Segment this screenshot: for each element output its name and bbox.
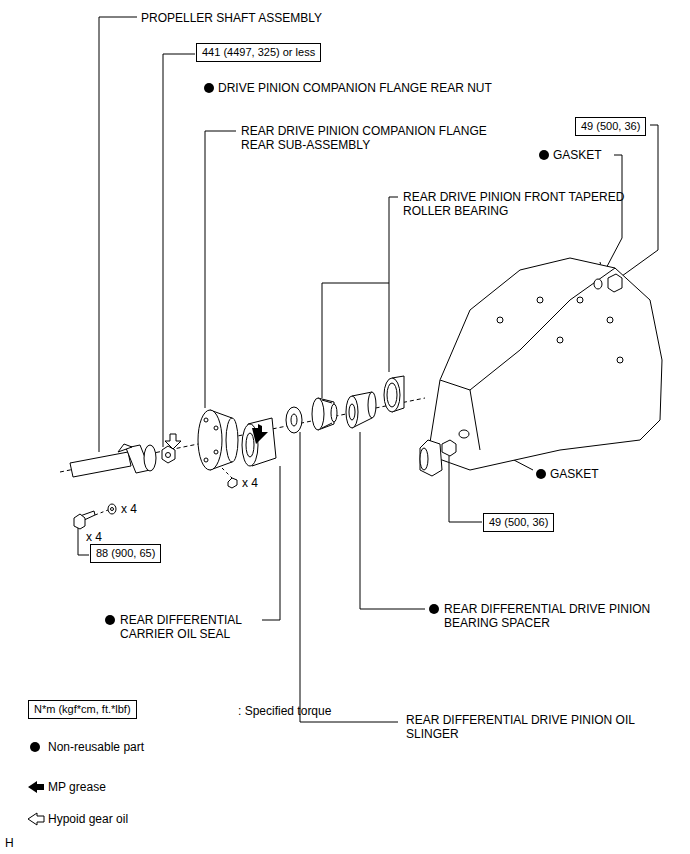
bearing-spacer <box>346 392 376 428</box>
axis-line <box>95 510 108 515</box>
part-label: x 4 <box>121 502 137 516</box>
plug-and-gasket <box>594 274 622 292</box>
plug-and-gasket <box>442 430 469 462</box>
mp-grease-arrow <box>28 781 44 793</box>
flange-bolt-nut <box>228 478 237 488</box>
bearing-cup <box>384 376 404 412</box>
leader-line <box>449 462 482 522</box>
hypoid-oil-arrow <box>165 434 181 449</box>
leader-line <box>300 432 398 722</box>
torque-value: 49 (500, 36) <box>581 120 640 132</box>
legend-text: MP grease <box>48 780 106 794</box>
part-label: REAR DIFFERENTIAL DRIVE PINION BEARING S… <box>444 602 674 630</box>
part-label: REAR DIFFERENTIAL CARRIER OIL SEAL <box>120 613 295 641</box>
leader-line <box>205 131 236 408</box>
part-label: REAR DRIVE PINION COMPANION FLANGE REAR … <box>241 124 491 152</box>
part-label: PROPELLER SHAFT ASSEMBLY <box>141 11 322 25</box>
torque-value: 441 (4497, 325) or less <box>202 46 315 58</box>
part-label: x 4 <box>242 476 258 490</box>
legend-text: : Specified torque <box>238 704 331 718</box>
leader-line <box>622 125 658 276</box>
part-label: GASKET <box>550 467 599 481</box>
torque-value: 49 (500, 36) <box>489 516 548 528</box>
leader-line <box>99 17 137 452</box>
differential-carrier <box>420 258 662 476</box>
part-label: DRIVE PINION COMPANION FLANGE REAR NUT <box>218 81 492 95</box>
leader-line <box>163 54 195 447</box>
oil-slinger <box>286 407 302 433</box>
propeller-shaft <box>70 444 156 477</box>
part-label: GASKET <box>553 148 602 162</box>
torque-box: 88 (900, 65) <box>90 544 161 563</box>
torque-box: 441 (4497, 325) or less <box>196 43 321 62</box>
axis-line <box>222 468 232 478</box>
leader-line <box>602 155 622 276</box>
torque-value: 88 (900, 65) <box>96 547 155 559</box>
part-label: H <box>5 836 14 850</box>
oil-seal <box>242 418 276 466</box>
part-label: REAR DIFFERENTIAL DRIVE PINION OIL SLING… <box>406 713 636 741</box>
non-reusable-mark <box>30 83 549 752</box>
bolt-and-washer <box>74 504 116 529</box>
part-label: x 4 <box>86 530 102 544</box>
hypoid-oil-arrow <box>28 813 44 825</box>
legend-text: Non-reusable part <box>48 740 144 754</box>
leader-line <box>322 283 389 398</box>
part-label: REAR DRIVE PINION FRONT TAPERED ROLLER B… <box>403 190 633 218</box>
torque-box: 49 (500, 36) <box>575 117 646 136</box>
torque-value: N*m (kgf*cm, ft.*lbf) <box>34 703 131 715</box>
companion-flange <box>198 410 238 470</box>
mp-grease-arrow <box>252 424 268 444</box>
legend-text: Hypoid gear oil <box>48 812 128 826</box>
torque-box: N*m (kgf*cm, ft.*lbf) <box>28 700 137 719</box>
leader-line <box>262 466 280 620</box>
leader-line <box>360 432 425 609</box>
bearing-cone <box>312 398 337 430</box>
torque-box: 49 (500, 36) <box>483 513 554 532</box>
leader-line <box>389 197 398 372</box>
